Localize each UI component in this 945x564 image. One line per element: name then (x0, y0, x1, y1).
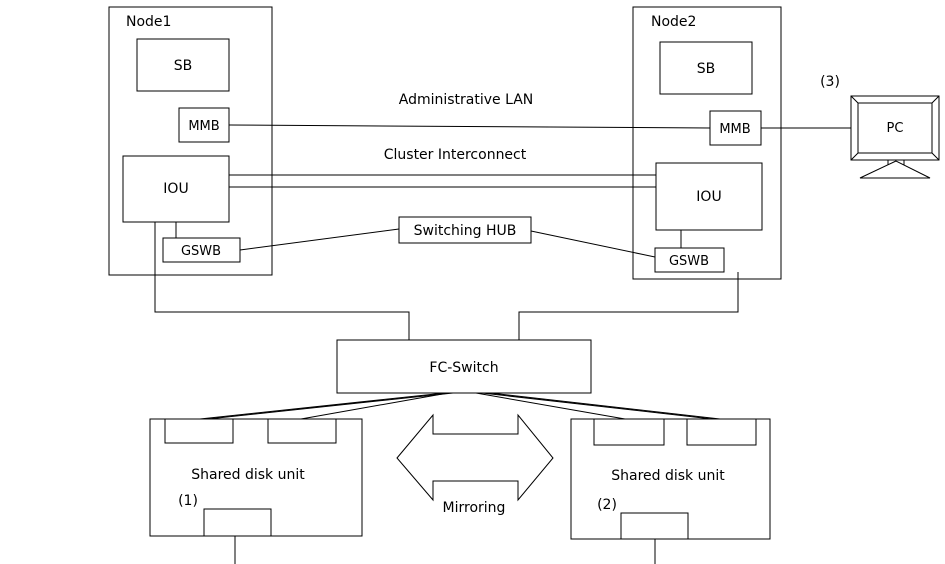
node1-mmb: MMB (178, 107, 230, 143)
node1-iou-label: IOU (163, 181, 188, 197)
node1-sb: SB (136, 38, 230, 92)
node1-gswb-label: GSWB (181, 244, 221, 259)
node2-gswb: GSWB (654, 247, 725, 273)
cluster-interconnect-label: Cluster Interconnect (384, 147, 527, 163)
shared-disk-unit-1: Shared disk unit (1) (149, 418, 363, 537)
node1-sb-label: SB (174, 58, 193, 74)
fc-disk2-port2-line-b (489, 392, 721, 420)
node2-title: Node2 (651, 14, 696, 30)
node1: Node1 SB MMB IOU GSWB (108, 6, 273, 276)
node2-fc-link (518, 272, 739, 340)
node2-iou-label: IOU (696, 189, 721, 205)
node2-sb-label: SB (697, 61, 716, 77)
pc-marker: (3) (820, 74, 840, 90)
node2-sb: SB (659, 41, 753, 95)
mirroring-double-arrow (396, 413, 554, 502)
node2-mmb: MMB (709, 110, 762, 146)
fc-switch-label: FC-Switch (429, 360, 498, 376)
fc-disk2-port1-line (475, 392, 626, 420)
node2: Node2 SB MMB IOU GSWB (632, 6, 782, 280)
node2-mmb-label: MMB (719, 122, 750, 137)
disk2-port-1 (593, 418, 665, 446)
admin-lan-line (228, 124, 711, 129)
switching-hub-label: Switching HUB (414, 223, 517, 239)
node2-gswb-label: GSWB (669, 254, 709, 269)
disk1-port-1 (164, 418, 234, 444)
disk1-marker: (1) (178, 493, 198, 509)
fc-disk1-port1-line-b (207, 392, 454, 420)
disk2-port-2 (686, 418, 757, 446)
node1-mmb-label: MMB (188, 119, 219, 134)
disk1-label: Shared disk unit (191, 467, 305, 483)
pc-monitor-icon: PC (850, 95, 940, 179)
node1-iou: IOU (122, 155, 230, 223)
node1-title: Node1 (126, 14, 171, 30)
hub-gswb2-line (530, 230, 656, 258)
node1-gswb: GSWB (162, 237, 241, 263)
node2-iou: IOU (655, 162, 763, 231)
fc-disk2-port2-line-a (481, 392, 713, 420)
hub-gswb1-line (239, 228, 400, 251)
disk2-bottom-port (620, 512, 689, 540)
fc-disk1-port2-line (300, 392, 449, 420)
disk2-label: Shared disk unit (611, 468, 725, 484)
node1-fc-link (154, 222, 410, 340)
disk2-marker: (2) (597, 497, 617, 513)
disk1-bottom-port (203, 508, 272, 537)
disk1-port-2 (267, 418, 337, 444)
mirroring-label: Mirroring (443, 500, 506, 516)
fc-switch: FC-Switch (336, 339, 592, 394)
pc-label: PC (887, 121, 904, 136)
shared-disk-unit-2: Shared disk unit (2) (570, 418, 771, 540)
switching-hub: Switching HUB (398, 216, 532, 244)
admin-lan-label: Administrative LAN (399, 92, 534, 108)
fc-disk1-port1-line-a (199, 392, 446, 420)
